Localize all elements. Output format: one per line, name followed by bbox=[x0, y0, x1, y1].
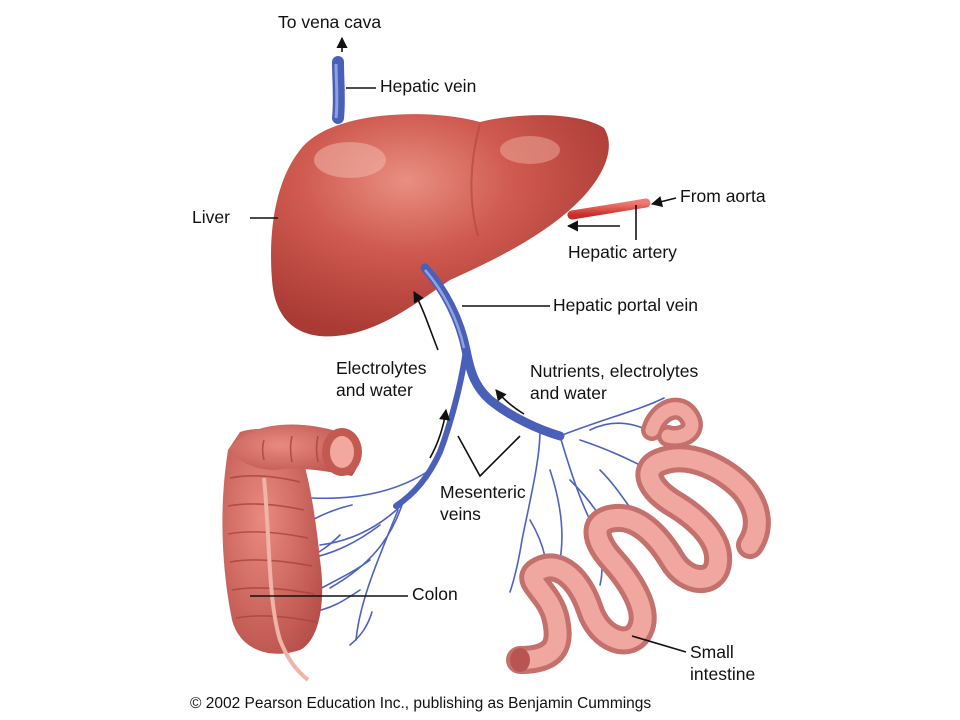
label-to-vena-cava: To vena cava bbox=[278, 12, 381, 52]
colon bbox=[222, 424, 362, 682]
mesenteric-line2-text: veins bbox=[440, 504, 481, 524]
label-from-aorta: From aorta bbox=[650, 186, 766, 207]
colon-text: Colon bbox=[412, 584, 458, 604]
small-line2-text: intestine bbox=[690, 664, 755, 684]
nutrients-line2-text: and water bbox=[530, 383, 607, 403]
hepatic-artery-text: Hepatic artery bbox=[568, 242, 677, 262]
label-small-intestine: Small intestine bbox=[631, 635, 755, 684]
hepatic-vein bbox=[332, 56, 345, 124]
label-hepatic-artery: Hepatic artery bbox=[566, 205, 677, 262]
to-vena-cava-text: To vena cava bbox=[278, 12, 381, 32]
small-intestine bbox=[506, 397, 771, 674]
label-nutrients: Nutrients, electrolytes and water bbox=[495, 361, 699, 415]
hepatic-artery bbox=[567, 198, 651, 220]
label-electrolytes-water: Electrolytes and water bbox=[336, 291, 451, 459]
hepatic-vein-text: Hepatic vein bbox=[380, 76, 476, 96]
label-hepatic-portal-vein: Hepatic portal vein bbox=[462, 295, 698, 315]
label-hepatic-vein: Hepatic vein bbox=[346, 76, 476, 96]
liver bbox=[271, 114, 609, 337]
copyright-text: © 2002 Pearson Education Inc., publishin… bbox=[190, 695, 651, 712]
label-liver: Liver bbox=[192, 207, 278, 227]
label-colon: Colon bbox=[250, 584, 458, 604]
mesenteric-line1-text: Mesenteric bbox=[440, 482, 526, 502]
small-line1-text: Small bbox=[690, 642, 734, 662]
hepatic-portal-vein-text: Hepatic portal vein bbox=[553, 295, 698, 315]
electrolytes-line1-text: Electrolytes bbox=[336, 358, 427, 378]
from-aorta-text: From aorta bbox=[680, 186, 766, 206]
label-mesenteric-veins: Mesenteric veins bbox=[440, 435, 526, 524]
nutrients-line1-text: Nutrients, electrolytes bbox=[530, 361, 699, 381]
electrolytes-line2-text: and water bbox=[336, 380, 413, 400]
liver-text: Liver bbox=[192, 207, 230, 227]
